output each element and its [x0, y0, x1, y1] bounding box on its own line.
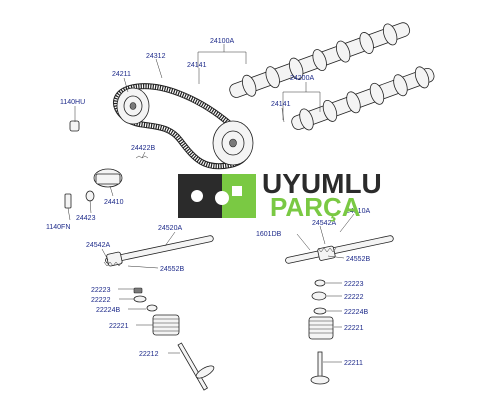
- label-24422b: 24422B: [131, 145, 155, 152]
- label-22221-right: 22221: [344, 325, 364, 332]
- tensioner-24410: [93, 168, 123, 188]
- label-1601db: 1601DB: [256, 231, 282, 238]
- label-24141-lower: 24141: [271, 101, 291, 108]
- cam-sprocket-right: [212, 120, 254, 166]
- label-22223-right: 22223: [344, 281, 364, 288]
- camshaft-lower: [291, 66, 435, 131]
- label-24542a-right: 24542A: [312, 220, 336, 227]
- label-22224b-right: 22224B: [344, 309, 368, 316]
- bolt-1140hu: [69, 120, 80, 132]
- label-24520a: 24520A: [158, 225, 182, 232]
- washer-24423: [85, 190, 95, 202]
- leader-lines: [67, 44, 355, 363]
- label-24211: 24211: [112, 71, 131, 78]
- label-24410: 24410: [104, 199, 124, 206]
- label-22221-left: 22221: [109, 323, 129, 330]
- cam-sprocket-left: [116, 87, 150, 125]
- label-24312: 24312: [146, 53, 166, 60]
- label-24552b-left: 24552B: [160, 266, 184, 273]
- label-24423: 24423: [76, 215, 96, 222]
- camshaft-upper: [229, 22, 411, 98]
- label-22223-left: 22223: [91, 287, 111, 294]
- watermark-line2: PARÇA: [270, 192, 361, 222]
- label-22224b-left: 22224B: [96, 307, 120, 314]
- intake-valve-22211: [310, 351, 330, 385]
- label-1140fn: 1140FN: [46, 224, 70, 231]
- valve-train-left: [133, 287, 215, 391]
- label-24510a: 24510A: [346, 208, 370, 215]
- puzzle-icon: [178, 174, 256, 218]
- valve-train-right: [308, 279, 334, 385]
- label-24552b-right: 24552B: [346, 256, 370, 263]
- label-24542a-left: 24542A: [86, 242, 110, 249]
- watermark-logo: UYUMLU PARÇA: [178, 168, 382, 222]
- label-24141-upper: 24141: [187, 62, 207, 69]
- rocker-shaft-left: [103, 235, 214, 267]
- bolt-1140fn: [64, 193, 72, 209]
- exhaust-valve-22212: [177, 342, 215, 391]
- label-22222-left: 22222: [91, 297, 111, 304]
- watermark-line1: UYUMLU: [262, 168, 382, 199]
- label-22211: 22211: [344, 360, 363, 367]
- valve-spring-right: [308, 316, 334, 340]
- label-22222-right: 22222: [344, 294, 364, 301]
- rocker-shaft-right: [285, 235, 394, 264]
- valve-spring-left: [152, 314, 180, 336]
- label-24100a: 24100A: [210, 38, 234, 45]
- label-24200a: 24200A: [290, 75, 314, 82]
- label-22212: 22212: [139, 351, 159, 358]
- label-1140hu: 1140HU: [60, 99, 85, 106]
